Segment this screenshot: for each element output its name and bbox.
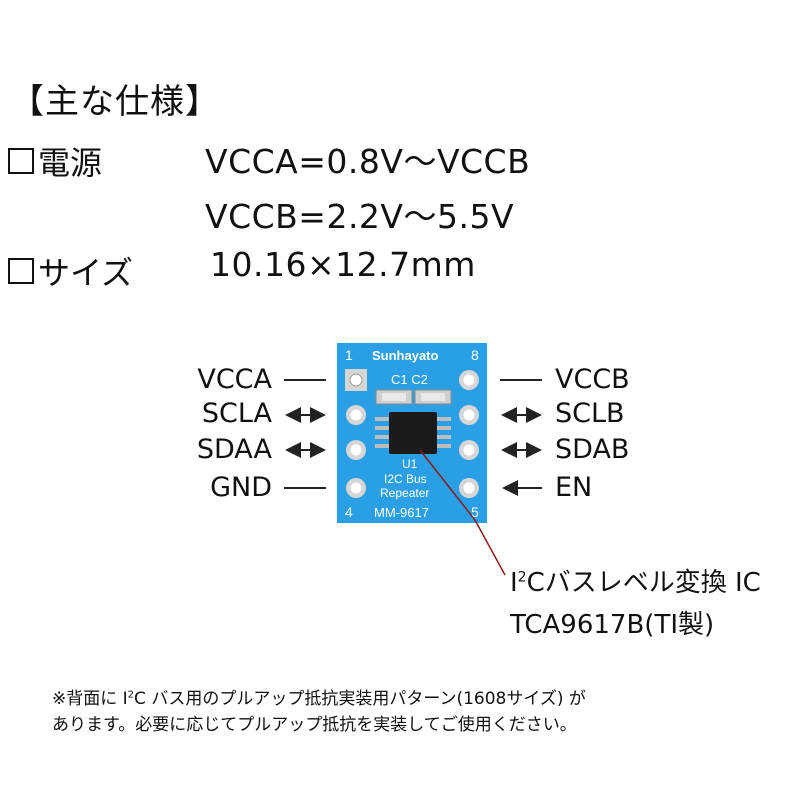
pin-label-sclb: SCLB [555, 398, 625, 429]
pin5-number: 5 [471, 504, 479, 520]
power-label: 電源 [38, 144, 103, 182]
pin8-number: 8 [471, 347, 479, 363]
brand-logo: Sunhayato [372, 348, 439, 363]
cap-c2-body [421, 393, 445, 401]
ic-leader-line [419, 449, 506, 576]
pin-label-sdab: SDAB [555, 434, 630, 465]
board-line1: I2C Bus [384, 472, 427, 486]
size-row: サイズ [8, 248, 133, 294]
power-value-vccb: VCCB=2.2V～5.5V [205, 197, 515, 236]
model-label: MM-9617 [374, 505, 429, 520]
spec-title: 【主な仕様】 [10, 82, 220, 122]
pin-label-scla: SCLA [201, 398, 272, 429]
u1-label: U1 [402, 457, 418, 471]
power-value-vcca: VCCA=0.8V～VCCB [205, 142, 531, 181]
checkbox-icon [8, 148, 34, 174]
pin-label-sdaa: SDAA [196, 434, 272, 465]
size-value: 10.16×12.7mm [210, 245, 476, 284]
pin-label-en: EN [555, 472, 593, 503]
checkbox-icon [8, 258, 34, 284]
ic-part-number: TCA9617B(TI製) [510, 610, 715, 640]
pin4-number: 4 [345, 504, 353, 520]
note-line2: あります。必要に応じてプルアップ抵抗を実装してご使用ください。 [52, 715, 577, 735]
size-label: サイズ [38, 254, 134, 292]
cap-labels: C1 C2 [391, 372, 428, 387]
board-line2: Repeater [380, 486, 429, 500]
ic-pads [375, 417, 451, 448]
ic-chip [389, 412, 437, 454]
ic-description: I2Cバスレベル変換 IC [510, 568, 761, 598]
pin-holes [345, 369, 479, 498]
pin-label-vccb: VCCB [555, 364, 630, 395]
pin1-number: 1 [345, 347, 353, 363]
pin-label-vcca: VCCA [197, 364, 272, 395]
pin-label-gnd: GND [210, 472, 272, 503]
power-row: 電源 [8, 138, 102, 184]
note-line1: ※背面に I2C バス用のプルアップ抵抗実装用パターン(1608サイズ) が [52, 689, 586, 709]
cap-c1-body [382, 393, 406, 401]
